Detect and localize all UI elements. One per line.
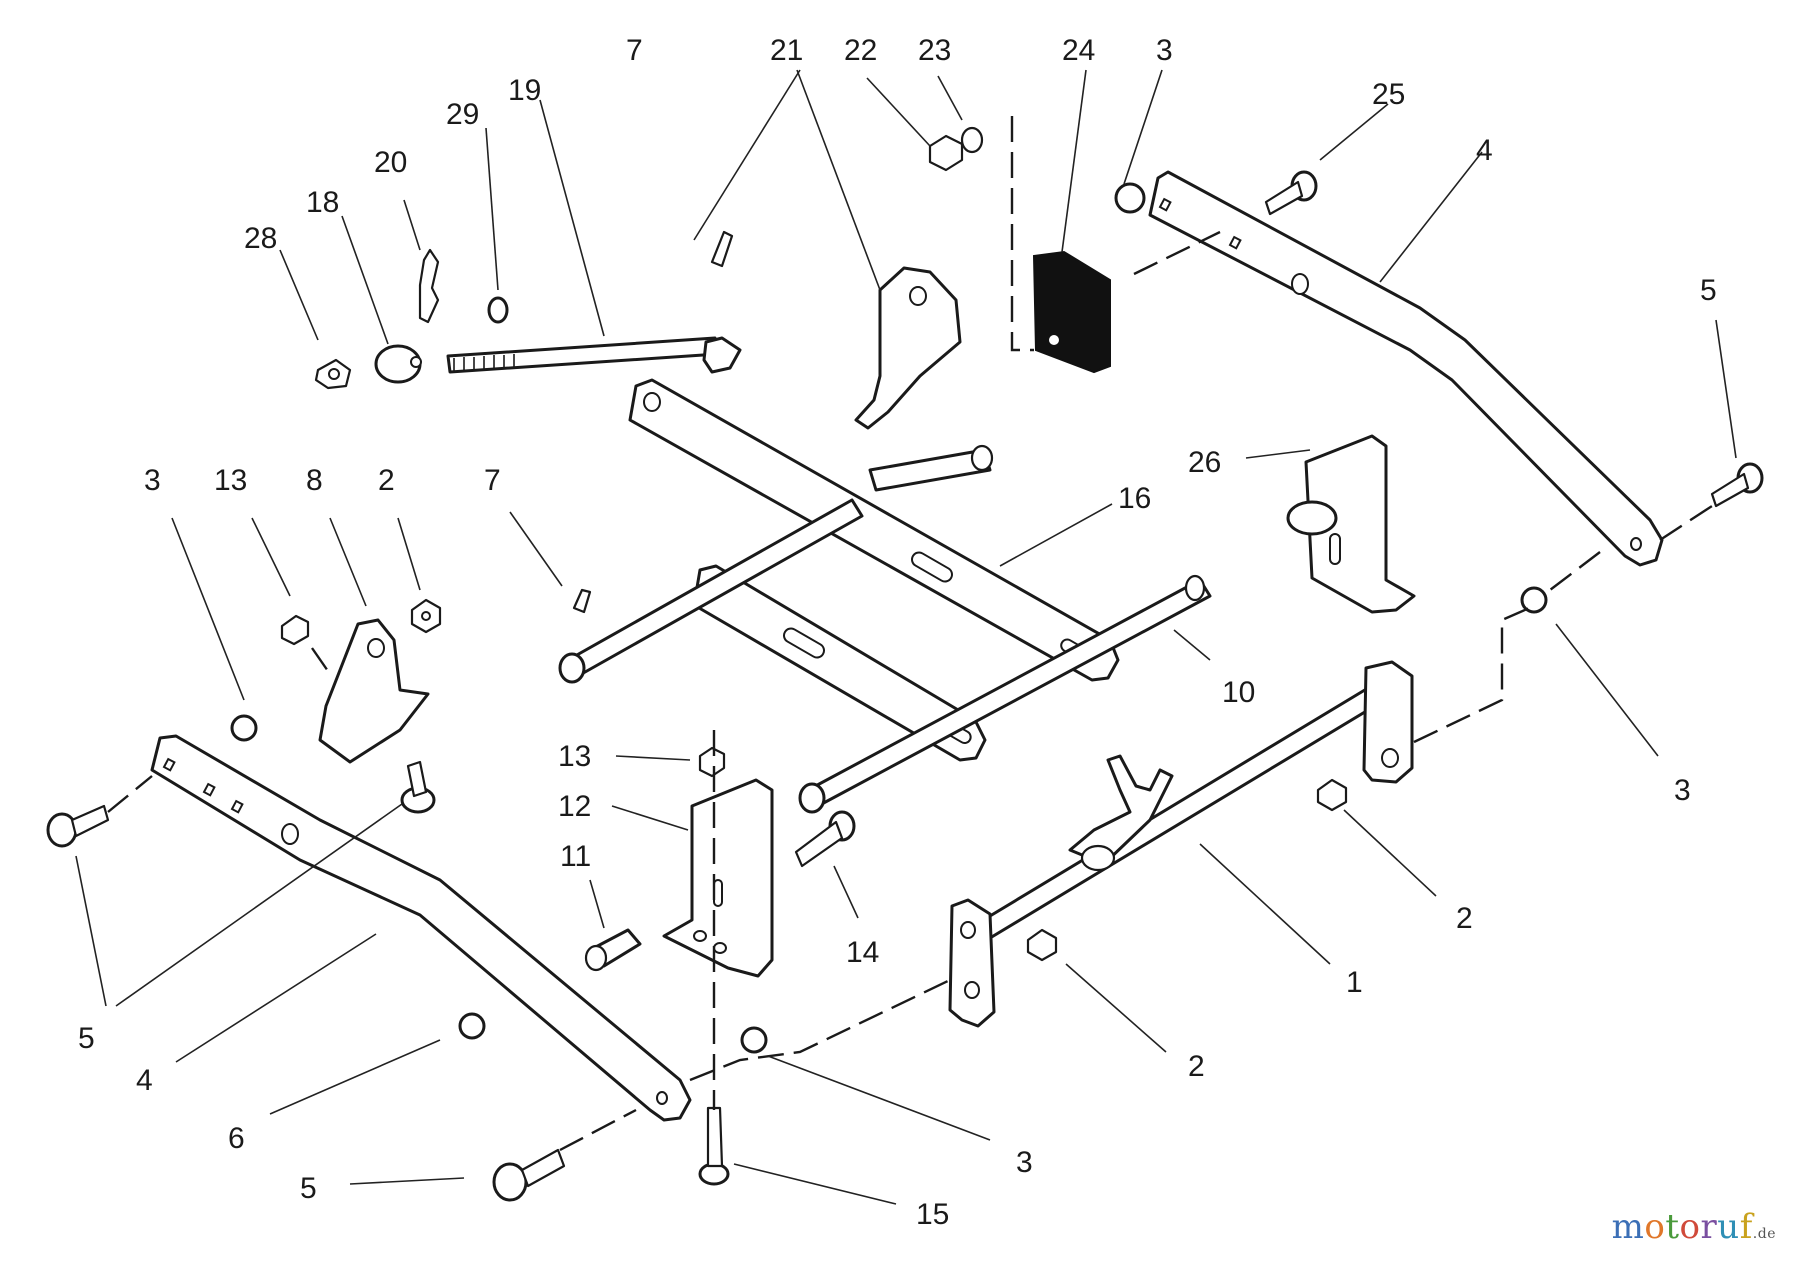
callout-12: 12 xyxy=(558,790,591,823)
callout-1: 1 xyxy=(1346,966,1363,999)
callout-2-left: 2 xyxy=(378,464,395,497)
watermark-logo: motoruf.de xyxy=(1612,1207,1776,1247)
bolt-5-bottom xyxy=(492,1148,566,1202)
watermark-letter: r xyxy=(1700,1207,1718,1247)
bolt-15 xyxy=(698,1106,730,1186)
callout-21: 21 xyxy=(770,34,803,67)
nut-6 xyxy=(458,1012,486,1040)
callout-24: 24 xyxy=(1062,34,1095,67)
lift-arm-left xyxy=(150,734,692,1122)
callout-25: 25 xyxy=(1372,78,1405,111)
bracket-12 xyxy=(662,778,774,978)
callout-10: 10 xyxy=(1222,676,1255,709)
callout-labels: 7 21 22 23 24 3 25 4 5 19 29 20 18 28 26… xyxy=(78,34,1717,1231)
callout-7-mid: 7 xyxy=(484,464,501,497)
cotter-pin-mid xyxy=(572,588,592,614)
callout-22: 22 xyxy=(844,34,877,67)
spacer-3-bottom xyxy=(740,1026,768,1054)
callout-3-right: 3 xyxy=(1674,774,1691,807)
leader-lines xyxy=(75,69,1737,1205)
adjustment-rod xyxy=(446,336,742,374)
lift-shaft xyxy=(948,660,1414,1028)
bolt-25 xyxy=(1264,170,1318,216)
spacer-3-top xyxy=(1114,182,1146,214)
callout-11: 11 xyxy=(560,840,591,873)
callout-26: 26 xyxy=(1188,446,1221,479)
callout-18: 18 xyxy=(306,186,339,219)
cotter-pin-top xyxy=(710,230,734,268)
nut-2-b xyxy=(1316,778,1348,812)
bolt-14 xyxy=(794,810,856,868)
callout-29: 29 xyxy=(446,98,479,131)
callout-8: 8 xyxy=(306,464,323,497)
callout-5-bottom: 5 xyxy=(300,1172,317,1205)
watermark-letter: o xyxy=(1679,1207,1701,1247)
callout-4-right: 4 xyxy=(1476,134,1493,167)
callout-3-top: 3 xyxy=(1156,34,1173,67)
spacer-11 xyxy=(584,928,642,972)
callout-2-right: 2 xyxy=(1456,902,1473,935)
watermark-letter: f xyxy=(1739,1207,1753,1247)
callout-7-top: 7 xyxy=(626,34,643,67)
callout-3-left: 3 xyxy=(144,464,161,497)
bolt-5-right xyxy=(1710,462,1764,508)
spacer-3-right xyxy=(1520,586,1548,614)
watermark-letter: t xyxy=(1665,1207,1680,1247)
callout-20: 20 xyxy=(374,146,407,179)
trunnion-assembly xyxy=(314,248,509,390)
nut-2-c xyxy=(1026,928,1058,962)
callout-13-left: 13 xyxy=(214,464,247,497)
lift-frame xyxy=(558,378,1212,814)
callout-16: 16 xyxy=(1118,482,1151,515)
lockwasher-23 xyxy=(960,126,984,154)
callout-5-right: 5 xyxy=(1700,274,1717,307)
bracket-8 xyxy=(318,618,430,764)
watermark-letter: u xyxy=(1717,1207,1740,1247)
bracket-21 xyxy=(854,266,962,430)
callout-15: 15 xyxy=(916,1198,949,1231)
callout-6: 6 xyxy=(228,1122,245,1155)
watermark-suffix: .de xyxy=(1752,1226,1776,1242)
callout-5-left: 5 xyxy=(78,1022,95,1055)
spacer-3-left xyxy=(230,714,258,742)
watermark-letter: o xyxy=(1644,1207,1666,1247)
lift-arm-right xyxy=(1148,170,1664,567)
nut-22 xyxy=(928,134,964,172)
nut-13-b xyxy=(698,746,726,778)
callout-14: 14 xyxy=(846,936,879,969)
callout-4-left: 4 xyxy=(136,1064,153,1097)
callout-3-bottom: 3 xyxy=(1016,1146,1033,1179)
callout-23: 23 xyxy=(918,34,951,67)
callout-2-bottom: 2 xyxy=(1188,1050,1205,1083)
callout-19: 19 xyxy=(508,74,541,107)
watermark-letter: m xyxy=(1611,1207,1645,1247)
carriage-bolt-8 xyxy=(400,760,436,814)
bracket-26 xyxy=(1286,434,1416,614)
nut-2-a xyxy=(410,598,442,634)
callout-13-mid: 13 xyxy=(558,740,591,773)
callout-28: 28 xyxy=(244,222,277,255)
bolt-5-left xyxy=(46,804,110,848)
bumper-block xyxy=(1032,250,1111,374)
nut-13-a xyxy=(280,614,310,646)
